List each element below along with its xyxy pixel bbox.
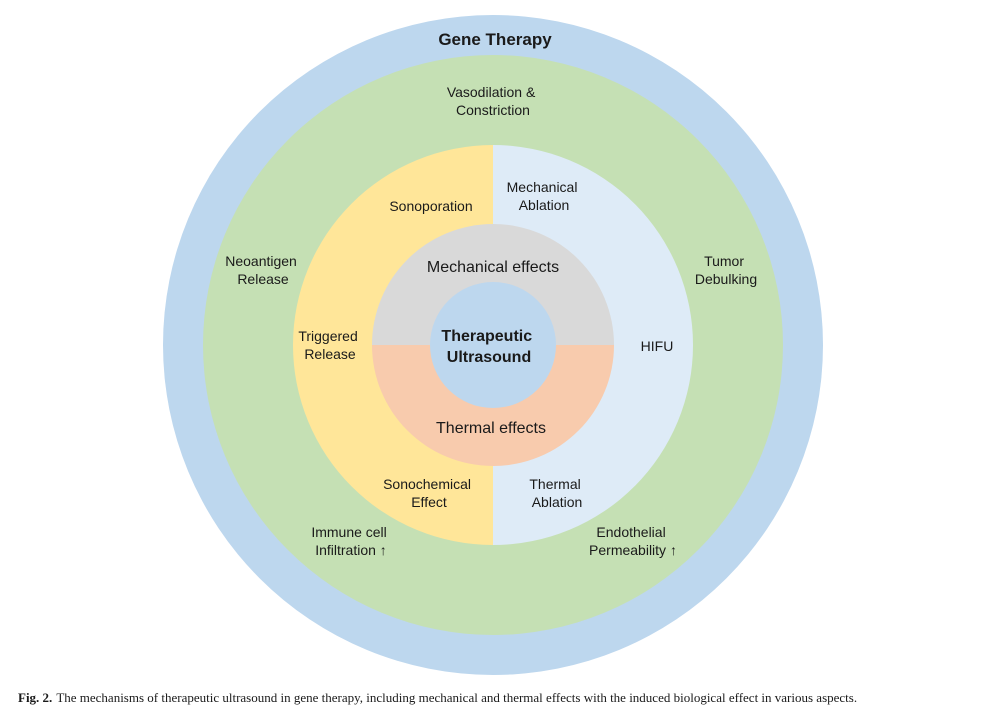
endothelial-permeability-label: Endothelial Permeability ↑: [589, 524, 677, 558]
caption-text: The mechanisms of therapeutic ultrasound…: [56, 690, 858, 705]
gene-therapy-title: Gene Therapy: [438, 30, 552, 49]
therapeutic-ultrasound-label: Therapeutic Ultrasound: [441, 328, 536, 366]
mechanical-effects-label: Mechanical effects: [427, 259, 559, 276]
thermal-effects-label: Thermal effects: [436, 420, 546, 437]
figure-label: Fig. 2.: [18, 690, 53, 705]
mechanical-ablation-label: Mechanical Ablation: [507, 179, 582, 213]
immune-cell-infiltration-label: Immune cell Infiltration ↑: [311, 524, 390, 558]
therapeutic-ultrasound-core: [430, 282, 556, 408]
therapeutic-ultrasound-diagram: Gene Therapy Vasodilation & Constriction…: [163, 15, 823, 675]
tumor-debulking-label: Tumor Debulking: [695, 253, 757, 287]
sonochemical-effect-label: Sonochemical Effect: [383, 476, 475, 510]
triggered-release-label: Triggered Release: [298, 328, 361, 362]
neoantigen-release-label: Neoantigen Release: [225, 253, 301, 287]
figure-caption: Fig. 2.The mechanisms of therapeutic ult…: [18, 690, 978, 706]
sonoporation-label: Sonoporation: [389, 198, 472, 214]
hifu-label: HIFU: [641, 338, 674, 354]
thermal-ablation-label: Thermal Ablation: [529, 476, 584, 510]
vasodilation-label: Vasodilation & Constriction: [447, 84, 539, 118]
